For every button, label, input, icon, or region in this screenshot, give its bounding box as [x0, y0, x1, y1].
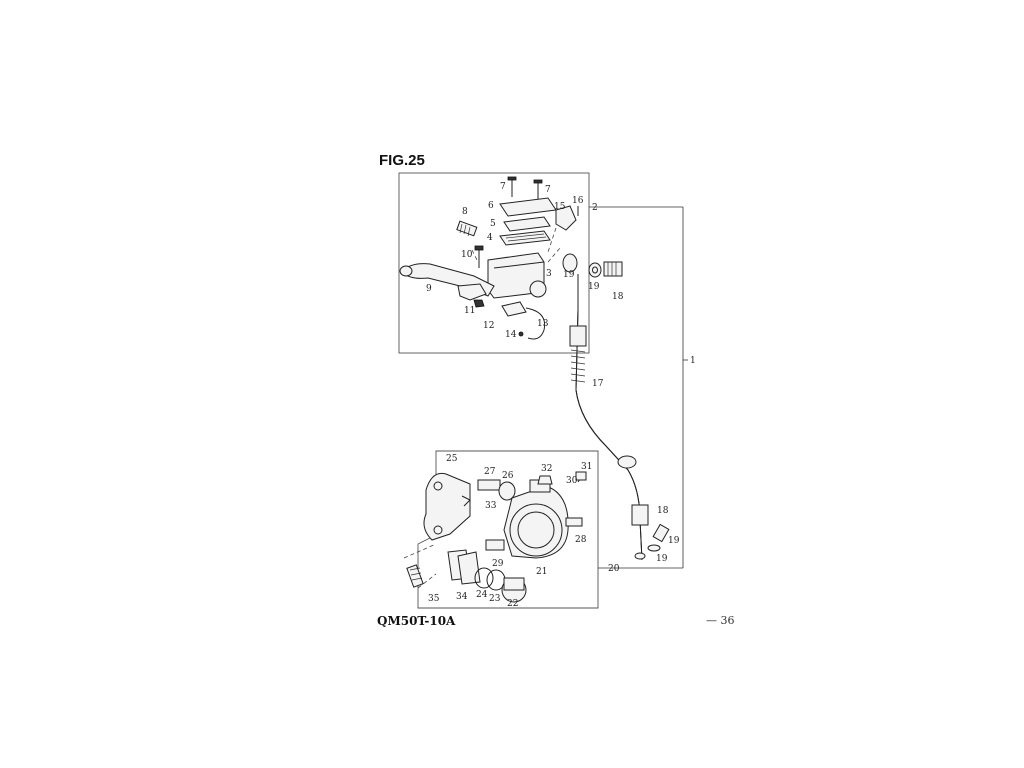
callout-labels: 1 2 3 4 5 6 7 7 8 9 10 11 12 13 14 15 16… [426, 182, 696, 609]
caliper-drawing [403, 471, 587, 603]
callout-1: 1 [690, 356, 696, 366]
callout-6: 6 [488, 201, 494, 211]
callout-9: 9 [426, 284, 432, 294]
callout-19-a: 19 [563, 270, 575, 280]
master-cylinder-frame [398, 172, 590, 354]
callout-16: 16 [572, 196, 584, 206]
callout-19-c: 19 [668, 536, 680, 546]
brake-hose-drawing [562, 253, 670, 561]
callout-34: 34 [456, 592, 468, 602]
callout-31: 31 [581, 462, 592, 472]
callout-14: 14 [505, 330, 517, 340]
callout-24: 24 [476, 590, 488, 600]
callout-32: 32 [541, 464, 552, 474]
callout-8: 8 [462, 207, 468, 217]
callout-21: 21 [536, 567, 547, 577]
callout-12: 12 [483, 321, 494, 331]
callout-19-d: 19 [656, 554, 668, 564]
callout-13: 13 [537, 319, 549, 329]
callout-5: 5 [490, 219, 496, 229]
callout-20: 20 [608, 564, 620, 574]
callout-10: 10 [461, 250, 473, 260]
callout-28: 28 [575, 535, 587, 545]
callout-7-left: 7 [500, 182, 506, 192]
callout-4: 4 [487, 233, 493, 243]
callout-7-right: 7 [545, 185, 551, 195]
page-number: — 36 [706, 614, 735, 627]
callout-11: 11 [464, 306, 475, 316]
callout-33: 33 [485, 501, 497, 511]
figure-title: FIG.25 [379, 152, 425, 169]
callout-2: 2 [592, 203, 598, 213]
callout-27: 27 [484, 467, 496, 477]
callout-29: 29 [492, 559, 504, 569]
callout-18-top: 18 [612, 292, 624, 302]
callout-35: 35 [428, 594, 440, 604]
callout-3: 3 [546, 269, 552, 279]
callout-19-b: 19 [588, 282, 600, 292]
callout-30: 30 [566, 476, 578, 486]
group-bracket [589, 206, 688, 569]
master-cylinder-drawing [399, 176, 579, 340]
callout-22: 22 [507, 599, 518, 609]
callout-26: 26 [502, 471, 514, 481]
callout-15: 15 [554, 202, 566, 212]
model-code: QM50T-10A [377, 614, 456, 628]
callout-23: 23 [489, 594, 501, 604]
callout-25: 25 [446, 454, 458, 464]
callout-18-bottom: 18 [657, 506, 669, 516]
callout-17: 17 [592, 379, 604, 389]
